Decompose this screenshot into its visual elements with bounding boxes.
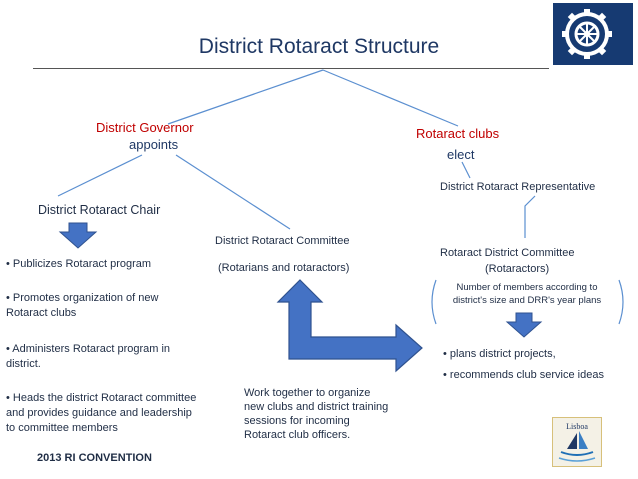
sailboat-icon: Lisboa — [558, 422, 596, 462]
lisboa-logo-text: Lisboa — [566, 422, 588, 431]
elect-label: elect — [447, 147, 475, 162]
connector-title-governor — [167, 69, 324, 125]
chair-duty-line: Rotaract clubs — [6, 307, 77, 319]
rotary-wheel-icon — [562, 9, 612, 59]
chair-duty-line: and provides guidance and leadership — [6, 407, 192, 419]
lisboa-convention-logo: Lisboa — [552, 417, 602, 467]
connector-clubs-representative — [461, 161, 471, 179]
committee-size-note: Number of members according to district'… — [428, 279, 626, 325]
committee-size-note-text: Number of members according to district'… — [452, 282, 602, 306]
rotaract-district-committee: Rotaract District Committee — [440, 247, 575, 259]
committee-members-label: (Rotarians and rotaractors) — [218, 262, 350, 274]
down-arrow-chair — [58, 222, 98, 249]
page-title: District Rotaract Structure — [198, 35, 440, 58]
chair-duty-line: district. — [6, 358, 41, 370]
chair-duty-line: • Administers Rotaract program in — [6, 343, 171, 355]
connector-representative-committee — [524, 195, 536, 238]
chair-duty-line: • Heads the district Rotaract committee — [6, 392, 197, 404]
rotaractors-label: (Rotaractors) — [485, 263, 550, 275]
connector-governor-chair — [57, 154, 143, 197]
note-left-paren — [431, 279, 437, 325]
appoints-label: appoints — [129, 137, 179, 152]
district-rotaract-representative: District Rotaract Representative — [440, 181, 596, 193]
down-arrow-committee — [505, 312, 543, 338]
committee-duty-line: • plans district projects, — [443, 348, 556, 360]
rotary-logo — [553, 3, 633, 65]
work-together-text: Work together to organize new clubs and … — [244, 387, 389, 441]
connector-governor-committee — [175, 154, 291, 230]
chair-duty-line: • Promotes organization of new — [6, 292, 159, 304]
footer-convention: 2013 RI CONVENTION — [37, 452, 152, 464]
district-governor-label: District Governor — [96, 120, 194, 135]
note-right-paren — [618, 279, 624, 325]
rotaract-clubs-label: Rotaract clubs — [416, 126, 500, 141]
connector-title-clubs — [322, 69, 459, 127]
committee-duty-line: • recommends club service ideas — [443, 369, 604, 381]
chair-duty-line: • Publicizes Rotaract program — [6, 258, 152, 270]
district-rotaract-chair: District Rotaract Chair — [38, 203, 161, 217]
district-rotaract-committee: District Rotaract Committee — [215, 235, 350, 247]
chair-duty-line: to committee members — [6, 422, 118, 434]
title-divider — [33, 68, 549, 69]
double-arrow-work-together — [276, 279, 423, 373]
